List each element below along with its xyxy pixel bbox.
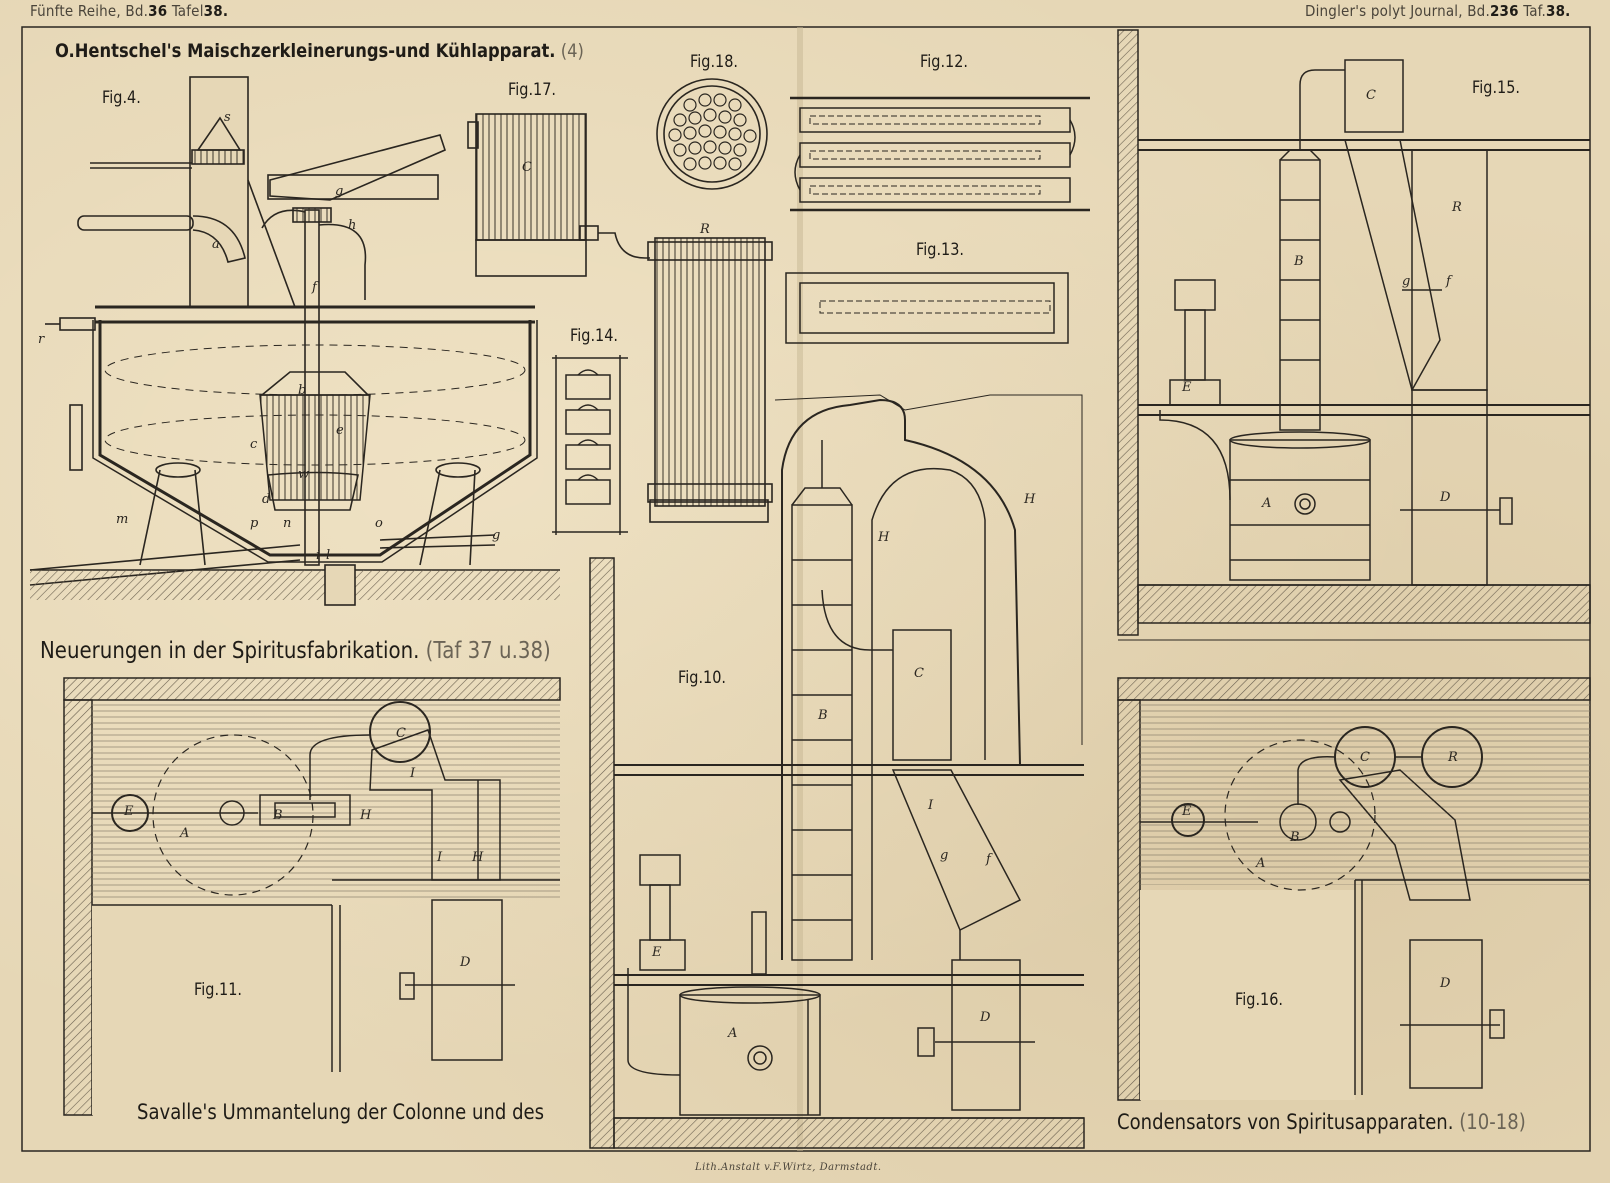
- fig4-letter-m: m: [116, 512, 129, 527]
- fig10-letter-c: C: [914, 666, 924, 681]
- fig12-label: Fig.12.: [920, 52, 969, 72]
- fig10-letter-h-left: H: [878, 530, 890, 545]
- fig15-letter-c: C: [1366, 88, 1376, 103]
- fig4-letter-r: r: [38, 332, 45, 347]
- fig12-drawing: [790, 96, 1090, 212]
- fig18-label: Fig.18.: [690, 52, 739, 72]
- fig15-letter-f: f: [1446, 274, 1451, 289]
- fig16-label: Fig.16.: [1235, 990, 1284, 1010]
- fig13-label: Fig.13.: [916, 240, 965, 260]
- fig10-label: Fig.10.: [678, 668, 727, 688]
- fig15-letter-b: B: [1294, 254, 1304, 269]
- fig15-letter-e: E: [1182, 380, 1192, 395]
- fig11-label: Fig.11.: [194, 980, 243, 1000]
- fig11-letter-h-top: H: [360, 808, 372, 823]
- fig4-letter-b: b: [298, 383, 307, 398]
- fig15-drawing: [1117, 29, 1591, 636]
- fig4-letter-p: p: [250, 516, 259, 531]
- fig11-drawing: [63, 677, 561, 1116]
- fig10-letter-d: D: [980, 1010, 991, 1025]
- fig4-letter-d: d: [262, 492, 271, 507]
- fig4-letter-i: i: [316, 548, 321, 563]
- fig11-letter-d: D: [460, 955, 471, 970]
- fig17-letter-c: C: [522, 160, 532, 175]
- fig4-letter-l: l: [326, 548, 331, 563]
- fig4-letter-f: f: [312, 280, 317, 295]
- fig-r-cooler-drawing: [647, 237, 773, 523]
- fig10-letter-b: B: [818, 708, 828, 723]
- fig4-letter-a: a: [212, 237, 220, 252]
- fig11-letter-h: H: [472, 850, 484, 865]
- fig16-letter-d: D: [1440, 976, 1451, 991]
- main-section-title: Neuerungen in der Spiritusfabrikation. (…: [40, 638, 551, 664]
- fig10-letter-g: g: [940, 848, 949, 863]
- fig11-letter-b: B: [273, 808, 283, 823]
- fig16-letter-b: B: [1290, 830, 1300, 845]
- fig16-drawing: [1117, 677, 1591, 1101]
- fig15-letter-g: g: [1402, 274, 1411, 289]
- fig4-letter-h: h: [348, 218, 357, 233]
- fig17-drawing: [467, 113, 650, 277]
- fig15-label: Fig.15.: [1472, 78, 1521, 98]
- fig10-letter-e: E: [652, 945, 662, 960]
- fig10-letter-f: f: [986, 852, 991, 867]
- fig16-letter-c: C: [1360, 750, 1370, 765]
- fig15-letter-r: R: [1452, 200, 1462, 215]
- fig16-letter-e: E: [1182, 804, 1192, 819]
- fig15-letter-a: A: [1262, 496, 1272, 511]
- fig4-letter-s: s: [224, 110, 231, 125]
- fig4-letter-g-bottom: g: [492, 528, 501, 543]
- fig4-letter-n: n: [283, 516, 292, 531]
- fig4-label: Fig.4.: [102, 88, 141, 108]
- fig14-label: Fig.14.: [570, 326, 619, 346]
- fig18-drawing: [656, 78, 768, 190]
- fig-r-letter: R: [700, 222, 710, 237]
- fig4-letter-e: e: [336, 423, 344, 438]
- fig15-letter-d: D: [1440, 490, 1451, 505]
- header-left: Fünfte Reihe, Bd.36 Tafel38.: [30, 2, 229, 20]
- fig10-letter-h-right: H: [1024, 492, 1036, 507]
- fig11-letter-a: A: [180, 826, 190, 841]
- fig11-letter-i: I: [437, 850, 443, 865]
- fig13-drawing: [785, 272, 1069, 344]
- fig4-section-title: O.Hentschel's Maischzerkleinerungs-und K…: [55, 40, 584, 62]
- fig4-letter-c: c: [250, 437, 258, 452]
- footer-right-caption: Condensators von Spiritusapparaten. (10-…: [1117, 1110, 1526, 1134]
- fig11-letter-i-top: I: [410, 766, 416, 781]
- fig11-letter-c: C: [396, 726, 406, 741]
- fig11-letter-e: E: [124, 804, 134, 819]
- fig10-drawing: [589, 394, 1085, 1149]
- fig4-letter-g: g: [335, 184, 344, 199]
- footer-left-caption: Savalle's Ummantelung der Colonne und de…: [137, 1100, 545, 1124]
- fig10-letter-a: A: [728, 1026, 738, 1041]
- fig10-letter-i: I: [928, 798, 934, 813]
- fig14-drawing: [552, 355, 628, 535]
- header-right: Dingler's polyt Journal, Bd.236 Taf.38.: [1305, 2, 1571, 20]
- fig4-letter-o: o: [375, 516, 383, 531]
- fig17-label: Fig.17.: [508, 80, 557, 100]
- fig4-letter-w: w: [298, 467, 310, 482]
- fig4-drawing: [29, 76, 560, 606]
- fig16-letter-r: R: [1448, 750, 1458, 765]
- printer-credit: Lith.Anstalt v.F.Wirtz, Darmstadt.: [695, 1162, 882, 1173]
- fig16-letter-a: A: [1256, 856, 1266, 871]
